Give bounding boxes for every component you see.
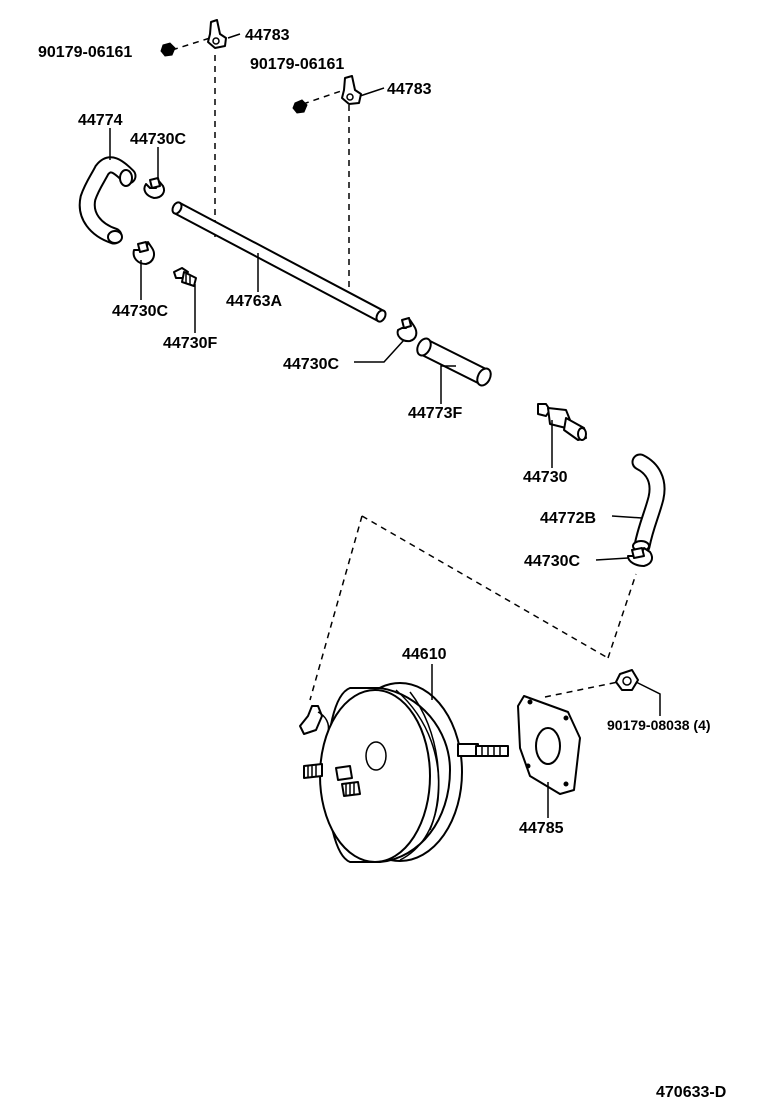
gasket-44785-icon [517,695,581,795]
clamp-44783-middle-icon [341,75,362,105]
label-p15: 44610 [402,646,447,663]
clip-44730c-a-icon [143,177,165,199]
assembly-dashed-lines [171,37,637,701]
nut-90179-06161-middle-icon [292,99,308,114]
nut-90179-08038-icon [615,669,639,691]
brake-booster-44610-icon [299,682,509,863]
part-labels: 90179-06161 44783 90179-06161 44783 4477… [38,27,726,1101]
clip-44730c-b-icon [132,241,155,265]
hose-44773f-icon [416,337,492,387]
label-p14: 44730C [524,553,580,570]
label-p12: 44730 [523,469,568,486]
label-p4: 44783 [387,81,432,98]
nut-90179-06161-upper-icon [160,42,176,57]
check-valve-44730-icon [537,403,587,441]
leader-lines [109,33,661,818]
label-p11: 44773F [408,405,462,422]
label-p9: 44763A [226,293,282,310]
pipe-44763a-icon [171,201,387,323]
hose-44772b-icon [631,453,666,555]
clip-44730c-c-icon [396,317,418,343]
label-p10: 44730C [283,356,339,373]
label-p2: 44783 [245,27,290,44]
label-p13: 44772B [540,510,596,527]
label-p5: 44774 [78,112,123,129]
label-p17: 44785 [519,820,564,837]
valve-44730f-icon [173,267,197,287]
label-p1: 90179-06161 [38,44,132,61]
label-p7: 44730C [112,303,168,320]
label-p8: 44730F [163,335,217,352]
label-p3: 90179-06161 [250,56,344,73]
label-p16: 90179-08038 (4) [607,717,711,733]
hose-44774-icon [78,156,137,245]
label-p6: 44730C [130,131,186,148]
diagram-code: 470633-D [656,1084,726,1101]
clip-44730c-d-icon [627,547,653,567]
clamp-44783-upper-icon [207,19,227,49]
